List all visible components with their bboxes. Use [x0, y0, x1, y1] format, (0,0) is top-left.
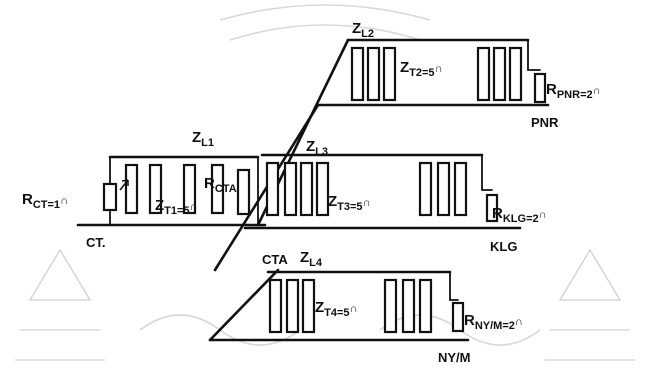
klg-section: [243, 153, 522, 230]
rcta-label: RCTA: [204, 175, 237, 195]
rct-label: RCT=1∩: [22, 191, 68, 211]
zt3-resistor: [283, 161, 298, 217]
rpnr-label: RPNR=2∩: [546, 81, 601, 101]
pnr-rail: [527, 39, 541, 71]
zt2-resistor: [382, 46, 397, 102]
pnr-node-label: PNR: [531, 115, 559, 130]
feeder-klg-return: [208, 268, 280, 342]
zt1-resistor: [124, 163, 139, 215]
zt3-resistor: [453, 161, 468, 217]
zt3-resistor: [299, 161, 314, 217]
rcta-resistor: [210, 163, 225, 215]
rcta-resistor: [236, 168, 251, 216]
zt1-resistor: [148, 163, 163, 215]
nym-rail: [449, 271, 459, 301]
rklg-resistor: [485, 193, 499, 223]
pnr-section: [316, 38, 550, 107]
zt4-resistor: [401, 278, 416, 334]
zt2-resistor: [508, 46, 523, 102]
nym-node-label: NY/M: [438, 350, 471, 365]
zl2-label: ZL2: [352, 20, 374, 40]
zt3-resistor: [418, 161, 433, 217]
rct-resistor: [102, 182, 118, 212]
ct-section: [76, 155, 267, 227]
zt4-resistor: [301, 278, 316, 334]
zt3-resistor: [436, 161, 451, 217]
zt4-label: ZT4=5∩: [315, 299, 358, 319]
zt4-resistor: [268, 278, 283, 334]
zt3-label: ZT3=5∩: [328, 193, 371, 213]
zl3-label: ZL3: [306, 138, 328, 158]
ct-node-label: CT.: [86, 235, 106, 250]
source-arrow: [119, 179, 129, 191]
zt3-resistor: [265, 161, 280, 217]
zt4-resistor: [383, 278, 398, 334]
rnym-label: RNY/M=2∩: [464, 312, 523, 332]
labels: ZL2 ZT2=5∩ RPNR=2∩ PNR ZL1 ZL3 RCT=1∩ ZT…: [22, 20, 601, 365]
rnym-resistor: [451, 301, 465, 333]
zt2-label: ZT2=5∩: [400, 59, 443, 79]
zt2-resistor: [366, 46, 381, 102]
zt4-resistor: [285, 278, 300, 334]
zt2-resistor: [492, 46, 507, 102]
rpnr-resistor: [533, 72, 547, 104]
zt4-resistor: [418, 278, 433, 334]
rklg-label: RKLG=2∩: [492, 205, 547, 225]
zl4-label: ZL4: [300, 249, 323, 269]
zt1-label: ZT1=5∩: [155, 197, 198, 217]
klg-rail: [481, 154, 493, 191]
zt1-resistor: [182, 163, 197, 215]
zt2-resistor: [476, 46, 491, 102]
cta-node-label: CTA: [262, 252, 288, 267]
zt2-resistor: [350, 46, 365, 102]
klg-node-label: KLG: [490, 239, 517, 254]
zl1-label: ZL1: [192, 129, 214, 149]
zt3-resistor: [315, 161, 330, 217]
nym-section: [208, 270, 470, 342]
